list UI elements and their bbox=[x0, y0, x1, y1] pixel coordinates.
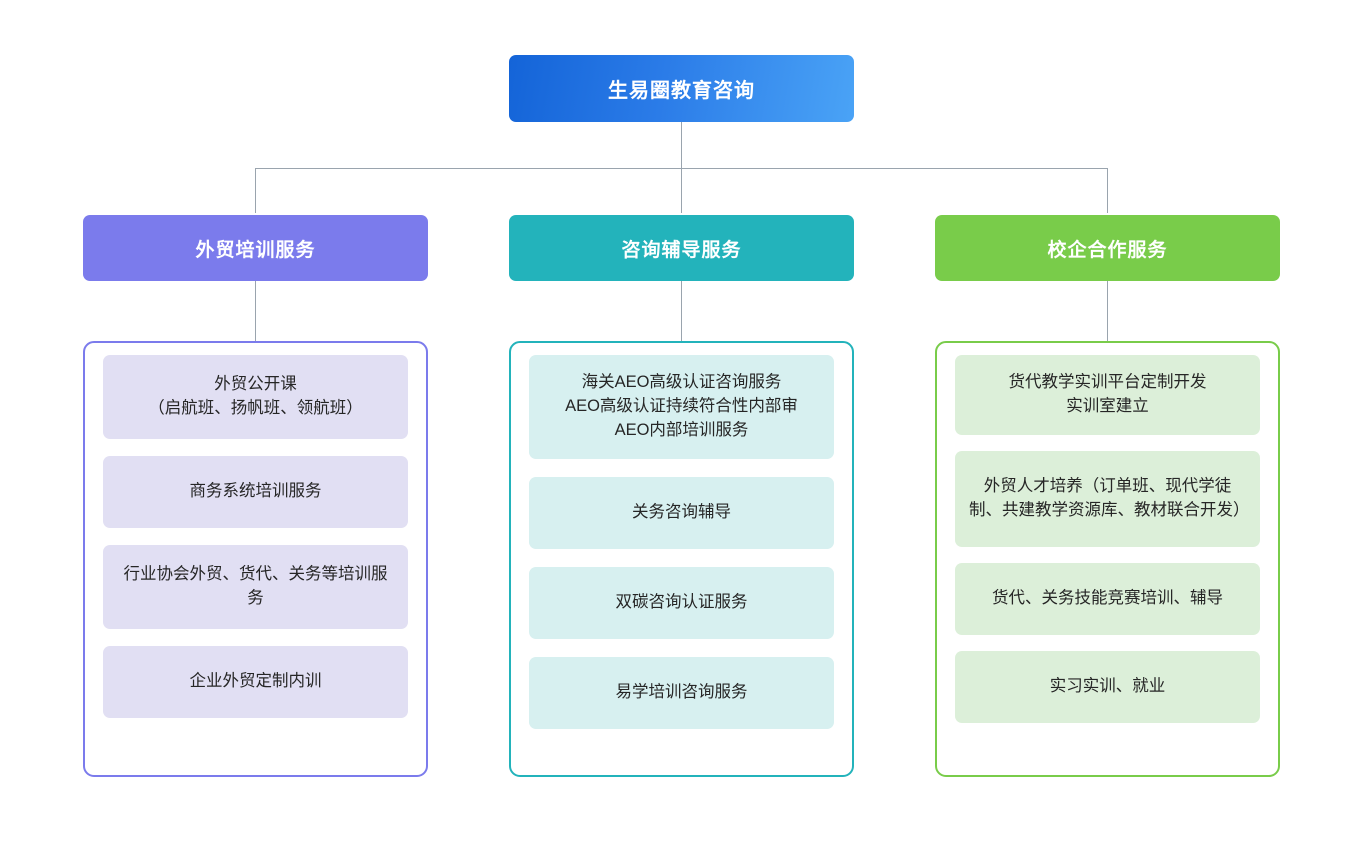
leaf-item[interactable]: 双碳咨询认证服务 bbox=[529, 567, 834, 639]
connector-drop-branch-2 bbox=[681, 168, 682, 213]
leaf-item[interactable]: 实习实训、就业 bbox=[955, 651, 1260, 723]
leaf-item[interactable]: 行业协会外贸、货代、关务等培训服务 bbox=[103, 545, 408, 629]
leaf-item[interactable]: 海关AEO高级认证咨询服务 AEO高级认证持续符合性内部审 AEO内部培训服务 bbox=[529, 355, 834, 459]
branch-column-school-enterprise: 校企合作服务 货代教学实训平台定制开发 实训室建立 外贸人才培养（订单班、现代学… bbox=[935, 215, 1280, 777]
branch-body-training: 外贸公开课 （启航班、扬帆班、领航班） 商务系统培训服务 行业协会外贸、货代、关… bbox=[83, 341, 428, 777]
connector-root-stem bbox=[681, 122, 682, 168]
branch-column-consulting: 咨询辅导服务 海关AEO高级认证咨询服务 AEO高级认证持续符合性内部审 AEO… bbox=[509, 215, 854, 777]
root-node[interactable]: 生易圈教育咨询 bbox=[509, 55, 854, 122]
leaf-item[interactable]: 外贸人才培养（订单班、现代学徒制、共建教学资源库、教材联合开发） bbox=[955, 451, 1260, 547]
branch-header-school-enterprise[interactable]: 校企合作服务 bbox=[935, 215, 1280, 281]
leaf-item[interactable]: 货代教学实训平台定制开发 实训室建立 bbox=[955, 355, 1260, 435]
connector-header-to-body-1 bbox=[255, 281, 256, 341]
connector-header-to-body-2 bbox=[681, 281, 682, 341]
leaf-item[interactable]: 外贸公开课 （启航班、扬帆班、领航班） bbox=[103, 355, 408, 439]
branch-body-school-enterprise: 货代教学实训平台定制开发 实训室建立 外贸人才培养（订单班、现代学徒制、共建教学… bbox=[935, 341, 1280, 777]
leaf-item[interactable]: 商务系统培训服务 bbox=[103, 456, 408, 528]
connector-header-to-body-3 bbox=[1107, 281, 1108, 341]
leaf-item[interactable]: 企业外贸定制内训 bbox=[103, 646, 408, 718]
branch-header-consulting[interactable]: 咨询辅导服务 bbox=[509, 215, 854, 281]
branch-column-training: 外贸培训服务 外贸公开课 （启航班、扬帆班、领航班） 商务系统培训服务 行业协会… bbox=[83, 215, 428, 777]
leaf-item[interactable]: 易学培训咨询服务 bbox=[529, 657, 834, 729]
leaf-item[interactable]: 货代、关务技能竞赛培训、辅导 bbox=[955, 563, 1260, 635]
branch-header-training[interactable]: 外贸培训服务 bbox=[83, 215, 428, 281]
leaf-item[interactable]: 关务咨询辅导 bbox=[529, 477, 834, 549]
connector-drop-branch-3 bbox=[1107, 168, 1108, 213]
connector-drop-branch-1 bbox=[255, 168, 256, 213]
branch-body-consulting: 海关AEO高级认证咨询服务 AEO高级认证持续符合性内部审 AEO内部培训服务 … bbox=[509, 341, 854, 777]
